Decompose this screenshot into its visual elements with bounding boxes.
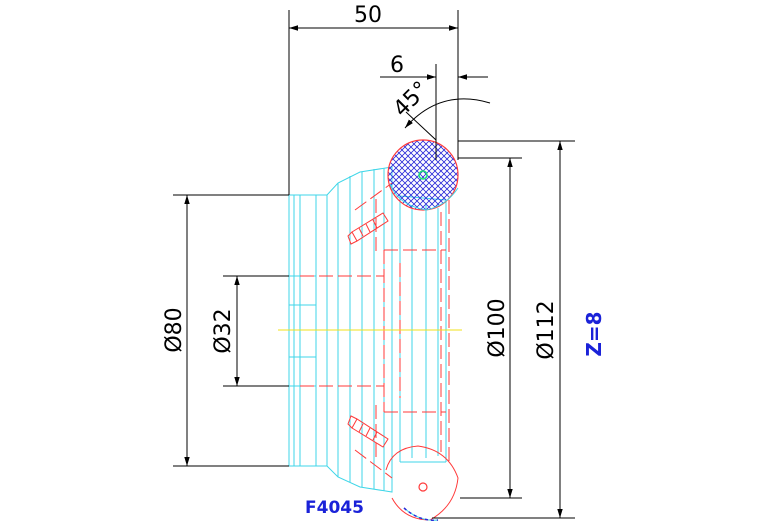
dim-text-pitch-diameter: Ø100 xyxy=(485,298,510,357)
screw-bottom xyxy=(347,415,389,448)
part-number-label: F4045 xyxy=(305,498,364,518)
round-insert-bottom xyxy=(385,445,459,521)
dim-text-overall-width: 50 xyxy=(354,3,382,28)
dim-text-outer-diameter: Ø112 xyxy=(534,300,559,359)
dim-outer-diameter: Ø112 xyxy=(432,141,575,519)
dim-text-chamfer-width: 6 xyxy=(390,53,404,78)
tooth-count-label: Z=8 xyxy=(582,311,606,356)
round-insert-top xyxy=(387,139,459,211)
screw-top xyxy=(347,212,389,245)
dim-chamfer-width: 6 xyxy=(380,53,488,160)
dim-overall-width: 50 xyxy=(288,3,459,195)
dim-pitch-diameter: Ø100 xyxy=(458,157,522,499)
dim-keyway-diameter: Ø32 xyxy=(211,275,289,387)
dim-text-keyway-diameter: Ø32 xyxy=(211,308,236,353)
dim-bore-diameter: Ø80 xyxy=(162,194,289,467)
dim-text-bore-diameter: Ø80 xyxy=(162,307,187,352)
dim-text-angle: 45° xyxy=(389,77,434,122)
dim-angle: 45° xyxy=(389,77,575,142)
